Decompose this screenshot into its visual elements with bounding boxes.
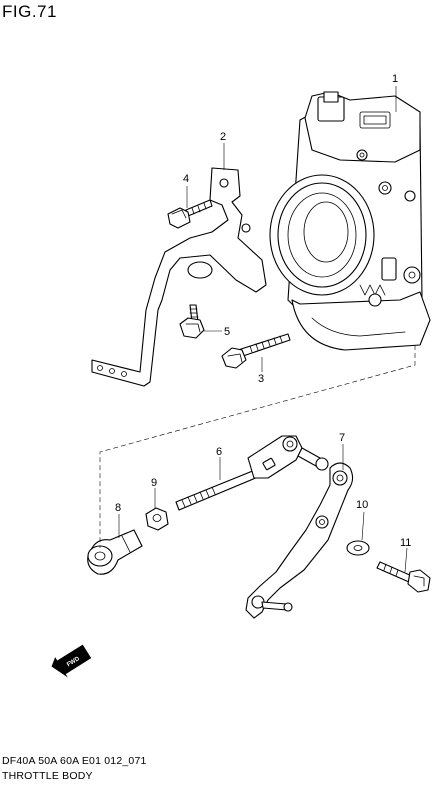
- callout-9: 9: [151, 477, 157, 489]
- part-6-rod[interactable]: [175, 435, 329, 511]
- part-2-bracket[interactable]: [91, 167, 267, 387]
- callout-6: 6: [216, 446, 222, 458]
- callout-8: 8: [115, 502, 121, 514]
- callout-2: 2: [220, 131, 226, 143]
- callout-10: 10: [356, 499, 368, 511]
- part-3-bolt[interactable]: [221, 333, 291, 369]
- figure-code: DF40A 50A 60A E01 012_071: [2, 755, 147, 767]
- part-7-lever[interactable]: [245, 462, 354, 619]
- part-10-washer[interactable]: [346, 540, 370, 556]
- callout-1: 1: [392, 73, 398, 85]
- forward-direction-arrow-icon: FWD: [51, 644, 92, 678]
- part-4-bolt[interactable]: [167, 199, 213, 229]
- callout-7: 7: [339, 432, 345, 444]
- part-5-bolt[interactable]: [179, 304, 205, 339]
- part-8-ball-joint[interactable]: [87, 529, 143, 575]
- callout-11: 11: [400, 537, 411, 549]
- figure-title: FIG.71: [2, 2, 57, 21]
- callout-labels: 1 2 3 4 5 6 7 8 9 10 11: [115, 73, 411, 549]
- callout-5: 5: [224, 326, 230, 338]
- callout-4: 4: [183, 173, 189, 185]
- leader-lines: [99, 86, 416, 573]
- part-9-nut[interactable]: [145, 507, 169, 531]
- callout-3: 3: [258, 373, 264, 385]
- figure-section-name: THROTTLE BODY: [2, 770, 93, 782]
- part-11-bolt[interactable]: [376, 561, 431, 593]
- part-1-throttle-body[interactable]: [269, 91, 431, 351]
